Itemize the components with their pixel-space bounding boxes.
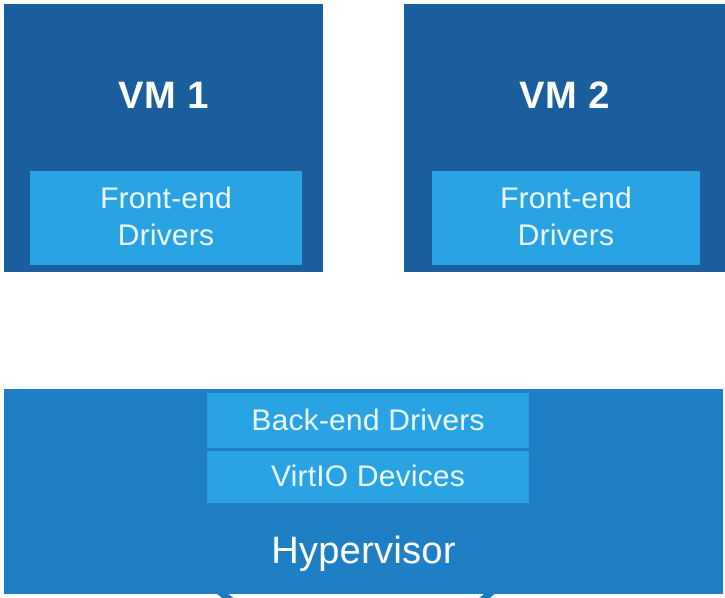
virtio-devices-box: VirtIO Devices xyxy=(207,451,529,503)
vm2-front-end-drivers-label: Front-end Drivers xyxy=(500,182,632,252)
back-end-drivers-box: Back-end Drivers xyxy=(207,393,529,448)
vm1-front-end-drivers-box: Front-end Drivers xyxy=(30,171,302,265)
hypervisor-container: Back-end Drivers VirtIO Devices Hypervis… xyxy=(4,389,723,594)
virtio-devices-label: VirtIO Devices xyxy=(271,460,465,493)
vm2-front-end-drivers-box: Front-end Drivers xyxy=(432,171,700,265)
vm1-title: VM 1 xyxy=(118,75,209,117)
hypervisor-title: Hypervisor xyxy=(271,530,456,572)
vm2-container: VM 2 Front-end Drivers xyxy=(404,4,725,272)
vm1-container: VM 1 Front-end Drivers xyxy=(4,4,323,272)
vm2-title: VM 2 xyxy=(519,75,610,117)
back-end-drivers-label: Back-end Drivers xyxy=(251,403,485,437)
connector-band: VirtIO Queues xyxy=(0,272,725,598)
vm1-front-end-drivers-label: Front-end Drivers xyxy=(100,182,232,252)
